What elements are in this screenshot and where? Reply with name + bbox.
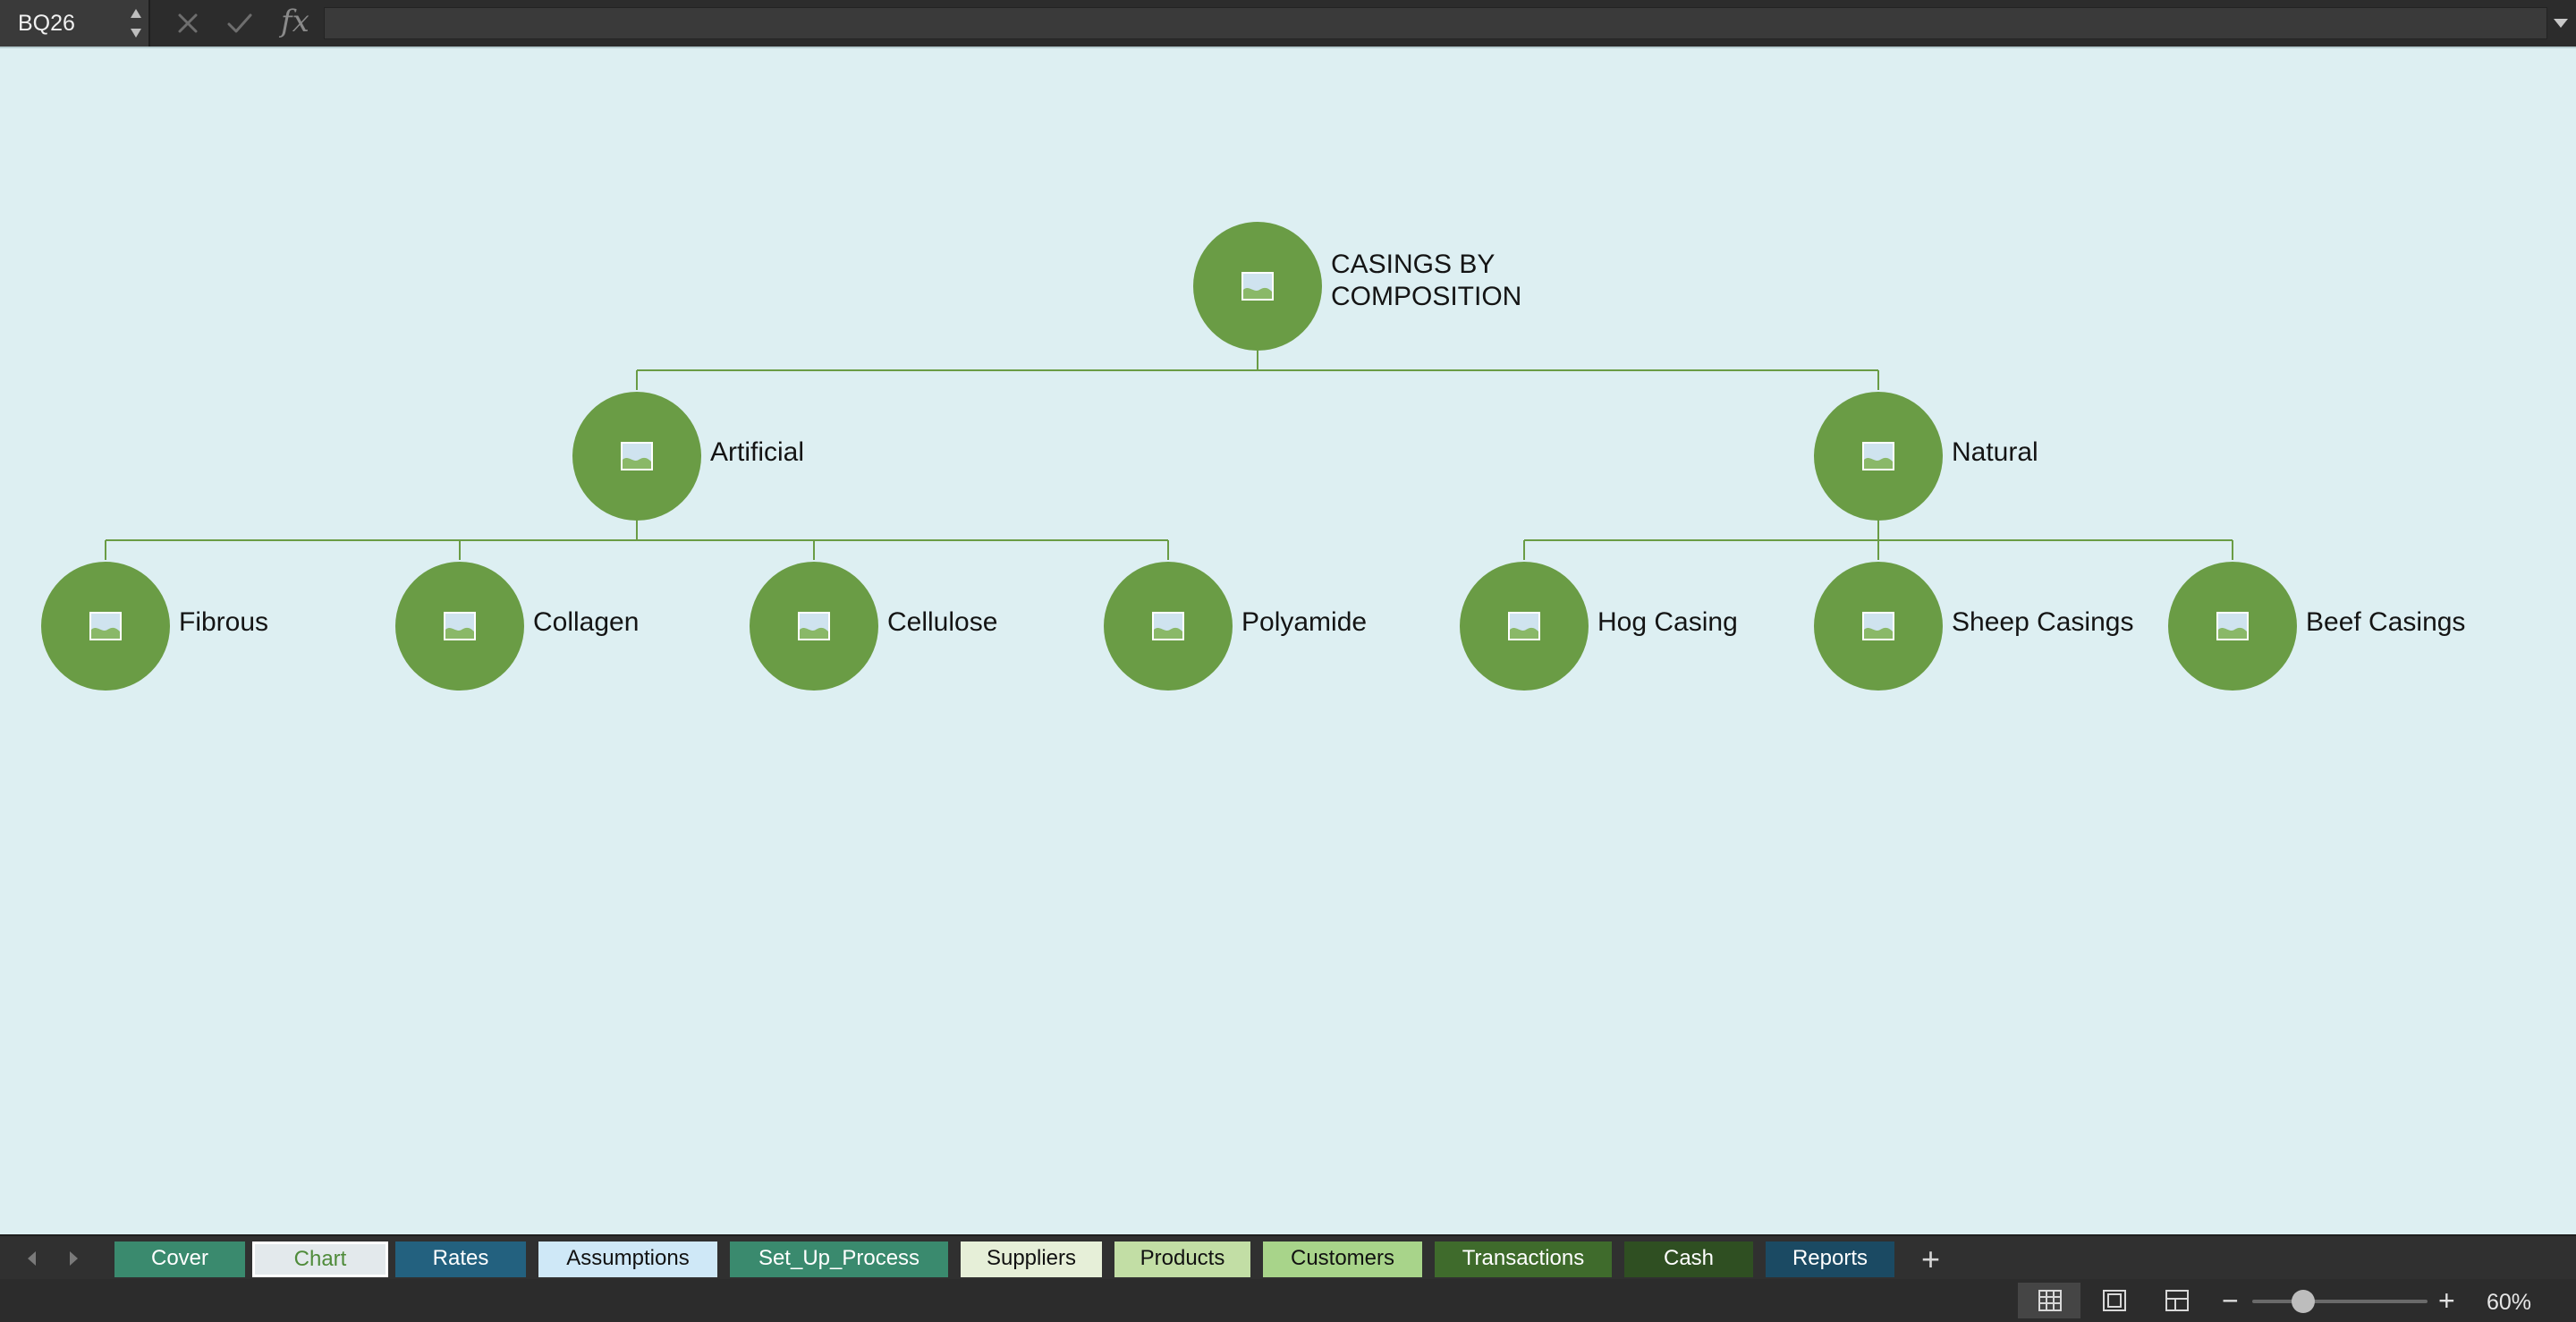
sheet-top-border [0, 47, 2576, 48]
sheet-tab-products[interactable]: Products [1114, 1241, 1250, 1277]
worksheet-area[interactable]: CASINGS BY COMPOSITION Artificial Natura… [0, 47, 2576, 1234]
node-label: Polyamide [1241, 607, 1368, 637]
picture-placeholder-icon [444, 612, 476, 640]
sheet-tab-chart[interactable]: Chart [252, 1241, 388, 1277]
page-break-preview-icon [2165, 1290, 2189, 1311]
normal-view-icon [2038, 1290, 2062, 1311]
node-label: Artificial [710, 437, 805, 467]
sheet-tab-transactions[interactable]: Transactions [1435, 1241, 1612, 1277]
zoom-out-button[interactable]: − [2222, 1284, 2239, 1317]
node-label: Beef Casings [2306, 607, 2466, 637]
status-bar: − + 60% [0, 1279, 2576, 1322]
page-layout-view-button[interactable] [2082, 1283, 2145, 1318]
name-box-value: BQ26 [18, 11, 75, 36]
page-break-preview-button[interactable] [2145, 1283, 2207, 1318]
node-label-line: CASINGS BY [1331, 250, 1496, 279]
node-label: Sheep Casings [1952, 607, 2134, 637]
picture-placeholder-icon [621, 442, 653, 470]
sheet-tab-cash[interactable]: Cash [1624, 1241, 1753, 1277]
node-label: Cellulose [887, 607, 998, 637]
normal-view-button[interactable] [2018, 1283, 2080, 1318]
node-label: Hog Casing [1597, 607, 1738, 637]
node-label: Natural [1952, 437, 2038, 467]
node-label: Collagen [533, 607, 640, 637]
zoom-in-button[interactable]: + [2438, 1284, 2455, 1317]
node-label-line: COMPOSITION [1331, 282, 1522, 311]
picture-placeholder-icon [1152, 612, 1184, 640]
connector-lines [105, 351, 2233, 560]
sheet-tab-cover[interactable]: Cover [114, 1241, 245, 1277]
zoom-slider-thumb[interactable] [2292, 1290, 2315, 1313]
sheet-tab-customers[interactable]: Customers [1263, 1241, 1422, 1277]
picture-placeholder-icon [1862, 442, 1894, 470]
sheet-tabs-bar: Cover Chart Rates Assumptions Set_Up_Pro… [0, 1234, 2576, 1281]
sheet-tab-reports[interactable]: Reports [1766, 1241, 1894, 1277]
picture-placeholder-icon [1241, 272, 1274, 301]
node-label: CASINGS BY COMPOSITION [1331, 249, 1521, 313]
name-box-stepper-icon[interactable] [125, 2, 147, 45]
zoom-level[interactable]: 60% [2487, 1290, 2532, 1315]
cancel-icon[interactable] [175, 11, 200, 36]
sheet-tab-rates[interactable]: Rates [395, 1241, 526, 1277]
name-box[interactable]: BQ26 [0, 0, 150, 47]
confirm-icon[interactable] [225, 11, 254, 36]
add-sheet-icon[interactable]: + [1921, 1241, 1941, 1277]
page-layout-icon [2103, 1290, 2126, 1311]
picture-placeholder-icon [798, 612, 830, 640]
sheet-tab-set-up-process[interactable]: Set_Up_Process [730, 1241, 948, 1277]
sheet-tab-suppliers[interactable]: Suppliers [961, 1241, 1102, 1277]
node-label: Fibrous [179, 607, 269, 637]
expand-formula-bar-icon[interactable] [2551, 11, 2571, 34]
picture-placeholder-icon [1508, 612, 1540, 640]
picture-placeholder-icon [1862, 612, 1894, 640]
picture-placeholder-icon [2216, 612, 2249, 640]
sheet-tab-assumptions[interactable]: Assumptions [538, 1241, 717, 1277]
zoom-slider[interactable] [2252, 1300, 2428, 1303]
scroll-tabs-right-icon[interactable] [63, 1247, 84, 1270]
formula-input[interactable] [324, 7, 2547, 39]
picture-placeholder-icon [89, 612, 122, 640]
insert-function-icon[interactable]: fx [281, 4, 309, 39]
formula-bar: BQ26 fx [0, 0, 2576, 48]
hierarchy-diagram[interactable]: CASINGS BY COMPOSITION Artificial Natura… [0, 47, 2576, 1234]
scroll-tabs-left-icon[interactable] [21, 1247, 43, 1270]
